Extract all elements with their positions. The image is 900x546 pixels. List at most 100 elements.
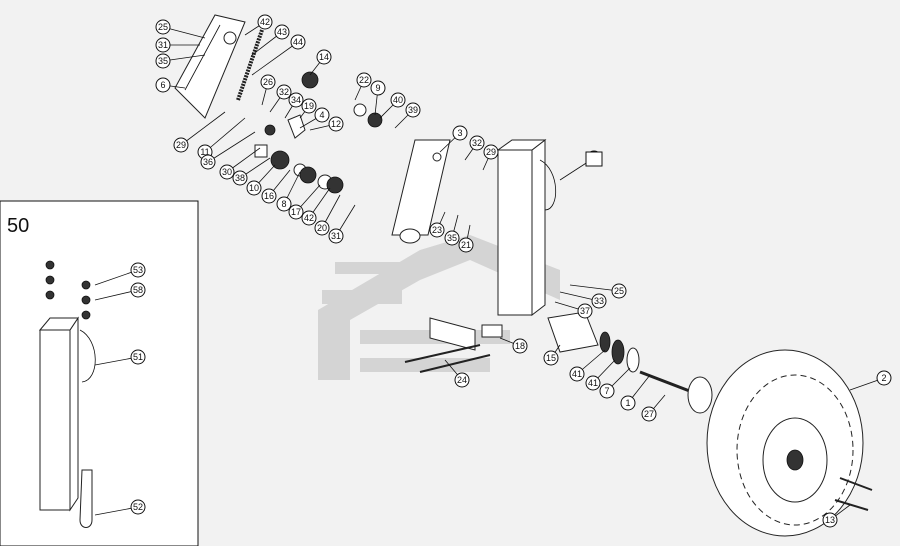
inset-panel-50: 50: [0, 200, 199, 546]
callout-label: 11: [200, 147, 209, 157]
callout-label: 17: [291, 207, 301, 217]
callout-label: 21: [461, 240, 471, 250]
callout-label: 6: [160, 80, 165, 90]
callout-20: 20: [314, 194, 341, 236]
callout-18: 18: [499, 337, 528, 354]
callout-circle: [452, 125, 468, 141]
callout-circle: [219, 164, 235, 180]
callout-circle: [328, 116, 344, 132]
callout-circle: [232, 170, 248, 186]
callout-label: 41: [588, 378, 598, 388]
inset-title: 50: [7, 215, 29, 237]
callout-circle: [591, 293, 607, 309]
callout-circle: [288, 204, 304, 220]
callout-label: 34: [291, 95, 301, 105]
callout-label: 25: [158, 22, 168, 32]
callout-29: 29: [482, 144, 499, 171]
callout-label: 30: [222, 167, 232, 177]
callout-circle: [314, 107, 330, 123]
callout-circle: [290, 34, 306, 50]
callout-circle: [585, 375, 601, 391]
callout-label: 36: [203, 157, 213, 167]
callout-label: 3: [457, 128, 462, 138]
callout-17: 17: [288, 184, 321, 220]
callout-label: 1: [625, 398, 630, 408]
callout-label: 32: [279, 87, 289, 97]
callout-circle: [569, 366, 585, 382]
callout-16: 16: [261, 169, 291, 204]
callout-34: 34: [284, 92, 304, 119]
callout-circle: [155, 77, 171, 93]
reference-tag-50: [585, 151, 603, 167]
callout-circle: [390, 92, 406, 108]
callout-33: 33: [559, 291, 607, 309]
callout-circle: [316, 49, 332, 65]
callout-label: 7: [604, 386, 609, 396]
callout-label: 31: [158, 40, 168, 50]
callout-leader-line: [207, 131, 256, 163]
callout-circle: [611, 283, 627, 299]
callout-37: 37: [554, 301, 593, 319]
callout-8: 8: [276, 171, 301, 212]
callout-circle: [301, 98, 317, 114]
callout-label: 14: [319, 52, 329, 62]
callout-circle: [155, 19, 171, 35]
callout-circle: [288, 92, 304, 108]
callout-26: 26: [260, 74, 276, 106]
callout-label: 16: [264, 191, 274, 201]
callout-circle: [257, 14, 273, 30]
callout-circle: [599, 383, 615, 399]
callout-2: 2: [849, 370, 892, 391]
callout-27: 27: [641, 394, 666, 422]
callout-41: 41: [585, 359, 616, 391]
spring-part: [236, 29, 264, 101]
callout-circle: [444, 230, 460, 246]
callout-circle: [469, 135, 485, 151]
callout-circle: [483, 144, 499, 160]
callout-label: 2: [881, 373, 886, 383]
callout-35: 35: [155, 53, 206, 69]
callout-label: 4: [319, 110, 324, 120]
callout-label: 19: [304, 101, 314, 111]
callout-circle: [155, 37, 171, 53]
callout-4: 4: [299, 107, 330, 129]
callout-label: 35: [447, 233, 457, 243]
callout-32: 32: [464, 135, 485, 161]
callout-label: 22: [359, 75, 369, 85]
callout-30: 30: [219, 147, 261, 180]
callout-15: 15: [543, 344, 561, 366]
callout-44: 44: [251, 34, 306, 76]
callout-32: 32: [269, 84, 292, 113]
callout-label: 42: [304, 213, 314, 223]
callout-circle: [200, 154, 216, 170]
callout-42: 42: [244, 14, 273, 36]
callout-36: 36: [200, 131, 256, 170]
callout-label: 42: [260, 17, 270, 27]
callout-circle: [130, 349, 146, 365]
callout-label: 52: [133, 502, 143, 512]
callout-22: 22: [354, 72, 372, 101]
callout-38: 38: [232, 157, 271, 186]
callout-label: 25: [614, 286, 624, 296]
callout-label: 39: [408, 105, 418, 115]
callout-circle: [512, 338, 528, 354]
callout-leader-line: [94, 269, 139, 286]
callout-label: 43: [277, 27, 287, 37]
callout-circle: [276, 196, 292, 212]
callout-label: 40: [393, 95, 403, 105]
callout-39: 39: [394, 102, 421, 129]
callout-label: 33: [594, 296, 604, 306]
callout-circle: [577, 303, 593, 319]
wheel-part: [706, 349, 873, 537]
callout-label: 24: [457, 375, 467, 385]
callout-24: 24: [444, 359, 470, 388]
callout-circle: [429, 222, 445, 238]
callout-31: 31: [328, 204, 356, 244]
callout-label: 20: [317, 223, 327, 233]
main-column-part: [496, 138, 557, 317]
callout-label: 37: [580, 306, 590, 316]
callout-label: 53: [133, 265, 143, 275]
callout-circle: [620, 395, 636, 411]
callout-circle: [822, 512, 838, 528]
